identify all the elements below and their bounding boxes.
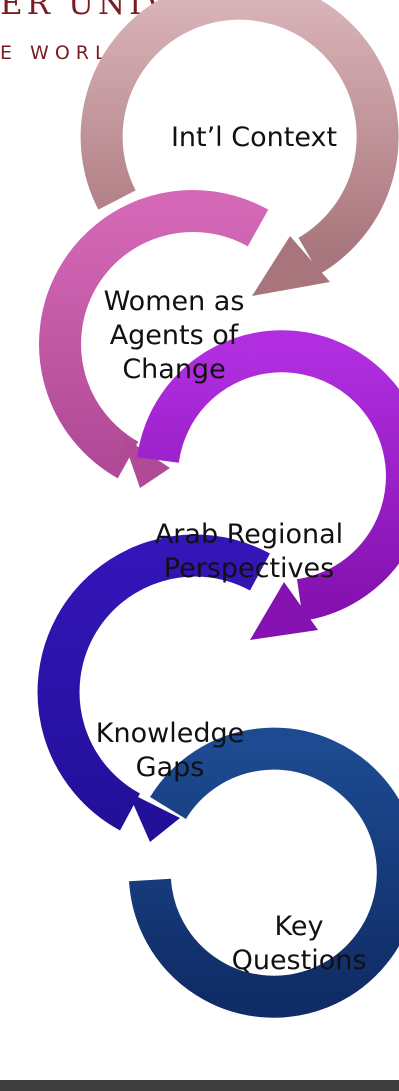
university-tagline: E WORLD xyxy=(0,42,133,64)
step-1-arrow xyxy=(80,0,399,296)
step-5-label: Key Questions xyxy=(231,911,367,976)
step-3-arrow xyxy=(137,330,399,640)
step-1-label: Int’l Context xyxy=(170,122,338,153)
step-4-label: Knowledge Gaps xyxy=(95,718,245,783)
step-4-arrow xyxy=(37,534,270,842)
step-2-label: Women as Agents of Change xyxy=(103,286,245,385)
step-3-label: Arab Regional Perspectives xyxy=(154,519,344,584)
step-5-ring xyxy=(129,727,399,1018)
bottom-bar xyxy=(0,1080,399,1091)
step-2-arrow xyxy=(39,190,269,488)
